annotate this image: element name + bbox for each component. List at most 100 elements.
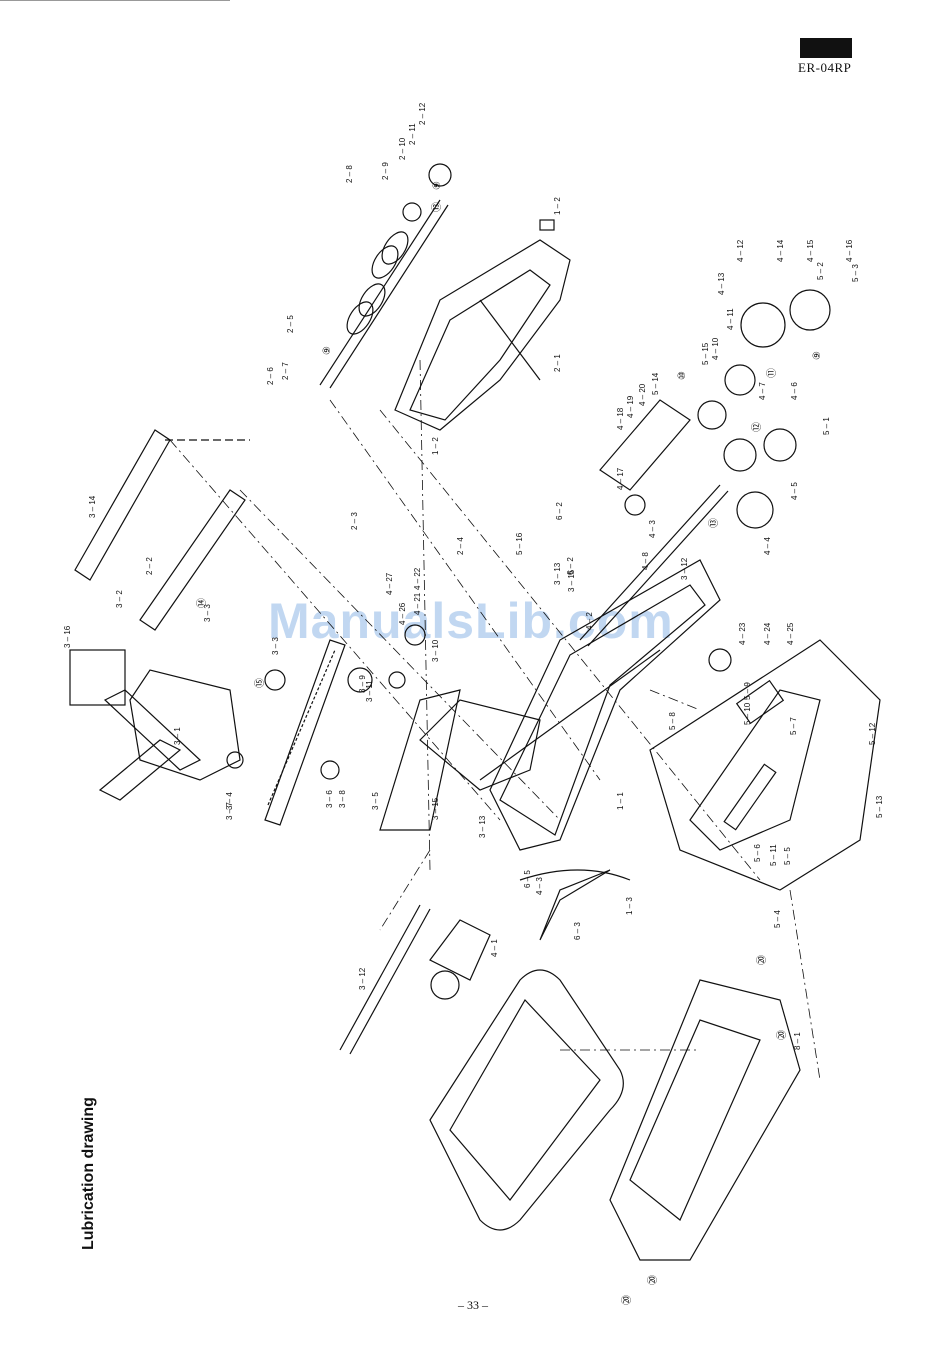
part-label: 4 – 10 (711, 337, 720, 360)
part-label: 4 – 12 (736, 239, 745, 262)
lubrication-mark: ⑳ (621, 1295, 633, 1305)
part-label: 4 – 19 (626, 395, 635, 418)
part-label: 3 – 13 (478, 815, 487, 838)
lubrication-mark: ⑬ (431, 202, 443, 212)
part-label: 2 – 12 (418, 102, 427, 125)
part-label: 1 – 2 (431, 437, 440, 455)
lubrication-mark: ⑭ (196, 598, 208, 608)
part-label: 3 – 14 (88, 495, 97, 518)
page-number: – 33 – (458, 1298, 488, 1312)
lubrication-mark: ⑨ (812, 351, 823, 360)
part-label: 3 – 3 (271, 637, 280, 655)
part-label: 4 – 26 (398, 602, 407, 625)
lubrication-mark: ⑫ (751, 422, 763, 432)
lubrication-mark: ⑳ (756, 955, 768, 965)
part-label: 1 – 1 (616, 792, 625, 810)
part-label: 5 – 7 (789, 717, 798, 735)
bottom-cover (429, 969, 624, 1231)
part-label: 3 – 16 (63, 625, 72, 648)
part-label: 2 – 4 (456, 537, 465, 555)
part-label: 5 – 11 (769, 844, 778, 866)
circuit-board (649, 639, 881, 891)
part-label: 4 – 18 (616, 407, 625, 430)
leader-lines (169, 359, 821, 1081)
top-rule (0, 0, 230, 1)
part-label: 2 – 2 (145, 557, 154, 575)
part-label: 8 – 1 (793, 1032, 802, 1050)
part-label: 4 – 7 (758, 382, 767, 400)
part-label: 4 – 1 (490, 939, 499, 957)
guide-rails (74, 429, 250, 631)
part-label: 5 – 14 (651, 372, 660, 395)
part-label: 5 – 12 (868, 722, 877, 745)
lubrication-mark: ⑩ (677, 371, 688, 380)
lubrication-mark: ⑪ (766, 368, 778, 378)
part-label: 2 – 8 (345, 165, 354, 183)
part-label: 3 – 15 (431, 797, 440, 820)
part-label: 5 – 6 (753, 844, 762, 862)
part-label: 3 – 5 (371, 792, 380, 810)
part-label: 3 – 2 (115, 590, 124, 608)
header-block (800, 38, 852, 58)
part-label: 4 – 5 (790, 482, 799, 500)
main-chassis (379, 559, 721, 851)
base-plate (609, 979, 801, 1261)
part-label: 5 – 10 (743, 702, 752, 725)
part-label: 3 – 6 (325, 790, 334, 808)
part-label: 5 – 15 (701, 342, 710, 365)
part-labels: 1 – 11 – 21 – 21 – 32 – 12 – 22 – 32 – 4… (63, 102, 884, 1050)
print-head-assembly (69, 649, 241, 801)
part-label: 5 – 13 (875, 795, 884, 818)
model-number: ER-04RP (798, 60, 852, 75)
part-label: 4 – 11 (726, 308, 735, 330)
part-label: 6 – 2 (566, 557, 575, 575)
part-label: 4 – 4 (763, 537, 772, 555)
lubrication-mark: ⑬ (708, 518, 720, 528)
gear-train (226, 289, 831, 780)
part-label: 5 – 1 (822, 417, 831, 435)
lubrication-mark: ⑨ (432, 181, 443, 190)
part-label: 3 – 12 (680, 557, 689, 580)
timing-belt (264, 639, 346, 826)
part-label: 4 – 25 (786, 622, 795, 645)
part-label: 4 – 22 (413, 567, 422, 590)
part-label: 2 – 3 (350, 512, 359, 530)
part-label: 3 – 9 (358, 675, 367, 693)
part-label: 4 – 15 (806, 239, 815, 262)
part-label: 4 – 16 (845, 239, 854, 262)
part-label: 3 – 8 (338, 790, 347, 808)
part-label: 2 – 7 (281, 362, 290, 380)
part-label: 3 – 12 (358, 967, 367, 990)
part-label: 6 – 5 (523, 870, 532, 888)
part-label: 2 – 1 (553, 354, 562, 372)
part-label: 6 – 3 (573, 922, 582, 940)
part-label: 3 – 13 (553, 562, 562, 585)
lubrication-mark: ⑳ (776, 1030, 788, 1040)
part-label: 4 – 6 (790, 382, 799, 400)
drive-shaft-lower (339, 904, 431, 1055)
part-label: 6 – 2 (555, 502, 564, 520)
lubrication-mark: ⑮ (254, 678, 266, 688)
part-label: 4 – 14 (776, 239, 785, 262)
part-label: 3 – 1 (173, 727, 182, 745)
part-label: 3 – 11 (365, 680, 374, 702)
motor (429, 919, 491, 1000)
part-label: 4 – 27 (385, 572, 394, 595)
part-label: 4 – 3 (535, 877, 544, 895)
platen-shaft (319, 163, 452, 389)
part-label: 4 – 2 (585, 612, 594, 630)
part-label: 3 – 4 (225, 792, 234, 810)
part-label: 5 – 8 (668, 712, 677, 730)
part-label: 4 – 24 (763, 622, 772, 645)
part-label: 5 – 2 (816, 262, 825, 280)
part-label: 2 – 9 (381, 162, 390, 180)
part-label: 5 – 16 (515, 532, 524, 555)
part-label: 2 – 5 (286, 315, 295, 333)
part-label: 5 – 3 (851, 264, 860, 282)
part-label: 4 – 21 (413, 592, 422, 615)
part-label: 5 – 4 (773, 910, 782, 928)
part-label: 4 – 13 (717, 272, 726, 295)
part-label: 3 – 15 (567, 569, 576, 592)
